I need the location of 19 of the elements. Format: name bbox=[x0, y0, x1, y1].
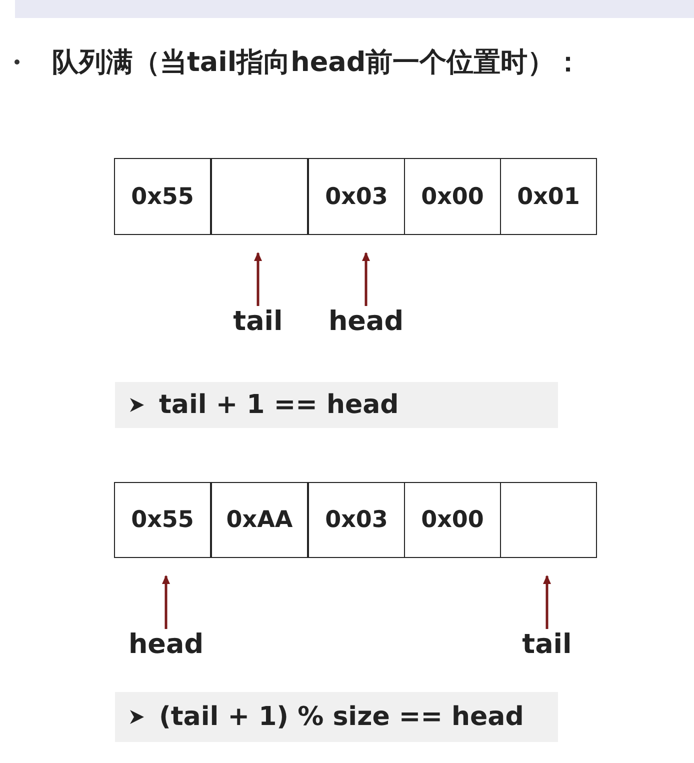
arrow bbox=[362, 252, 370, 306]
array-cell: 0x00 bbox=[404, 158, 501, 235]
array-cell: 0x55 bbox=[114, 482, 211, 558]
arrow bbox=[162, 575, 170, 629]
slide-title: 队列满（当tail指向head前一个位置时）： bbox=[52, 46, 582, 80]
array-cell: 0x03 bbox=[308, 482, 405, 558]
array-cell: 0x03 bbox=[308, 158, 405, 235]
pointer-label: head bbox=[126, 629, 206, 669]
array-cell: 0xAA bbox=[211, 482, 308, 558]
array-cell: 0x55 bbox=[114, 158, 211, 235]
array-cell: 0x00 bbox=[404, 482, 501, 558]
arrow bbox=[254, 252, 262, 306]
array-cell: 0x01 bbox=[500, 158, 597, 235]
arrow bbox=[543, 575, 551, 629]
formula-text: tail + 1 == head bbox=[159, 390, 399, 420]
pointer-label: head bbox=[326, 306, 406, 346]
formula-text: (tail + 1) % size == head bbox=[159, 702, 524, 732]
pointer-label: tail bbox=[228, 306, 288, 346]
pointer-label: tail bbox=[517, 629, 577, 669]
